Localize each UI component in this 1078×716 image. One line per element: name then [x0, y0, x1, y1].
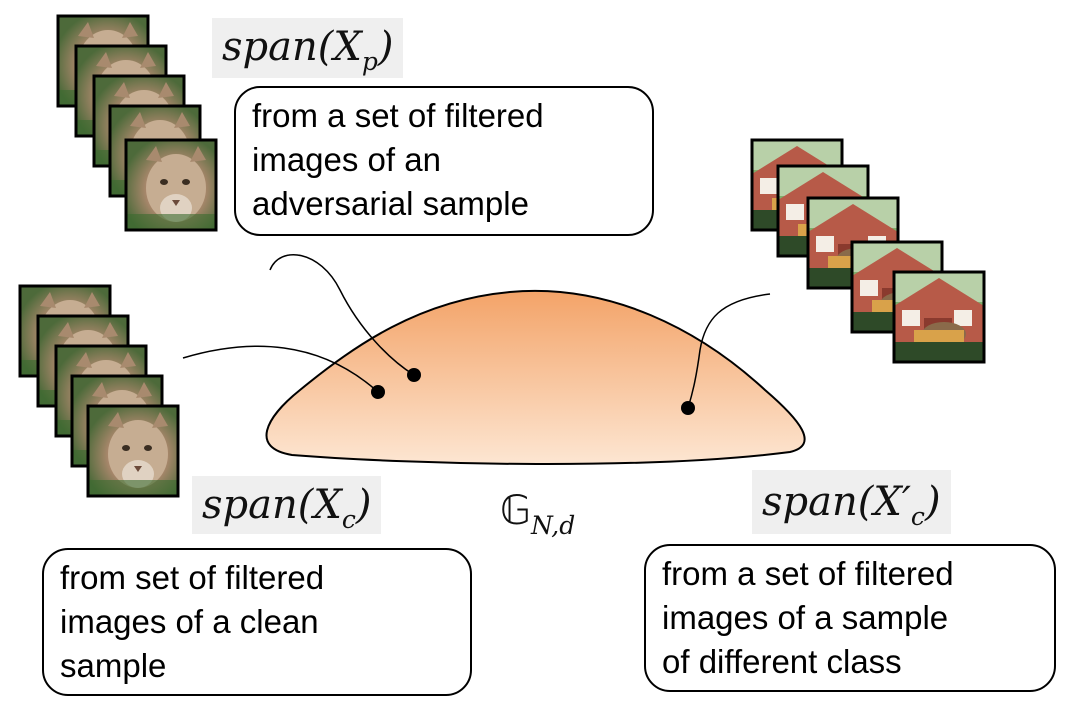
label-grassmannian: 𝔾N,d	[500, 488, 576, 540]
label-span-xc-prime: span(X′c)	[752, 470, 951, 534]
different-class-image-stack	[750, 138, 986, 364]
grassmann-manifold-shape	[265, 290, 806, 466]
caption-adversarial: from a set of filtered images of an adve…	[234, 86, 654, 236]
caption-line: adversarial sample	[252, 185, 529, 222]
caption-line: from a set of filtered	[662, 555, 954, 592]
caption-line: sample	[60, 647, 167, 684]
caption-clean: from set of filtered images of a clean s…	[42, 548, 472, 696]
connector-line-adversarial	[269, 254, 415, 376]
label-span-xp: span(Xp)	[212, 18, 404, 78]
caption-line: images of an	[252, 141, 441, 178]
caption-line: from set of filtered	[60, 559, 325, 596]
caption-line: from a set of filtered	[252, 97, 544, 134]
point-different-class	[681, 401, 695, 415]
clean-image-stack	[18, 284, 180, 498]
connector-line-different-class	[687, 293, 771, 409]
caption-line: images of a clean	[60, 603, 319, 640]
caption-line: of different class	[662, 643, 902, 680]
caption-different-class: from a set of filtered images of a sampl…	[644, 544, 1056, 692]
adversarial-image-stack	[56, 14, 218, 232]
connector-line-clean	[182, 345, 379, 393]
label-span-xc: span(Xc)	[192, 476, 382, 534]
point-adversarial	[407, 368, 421, 382]
caption-line: images of a sample	[662, 599, 949, 636]
point-clean	[371, 385, 385, 399]
